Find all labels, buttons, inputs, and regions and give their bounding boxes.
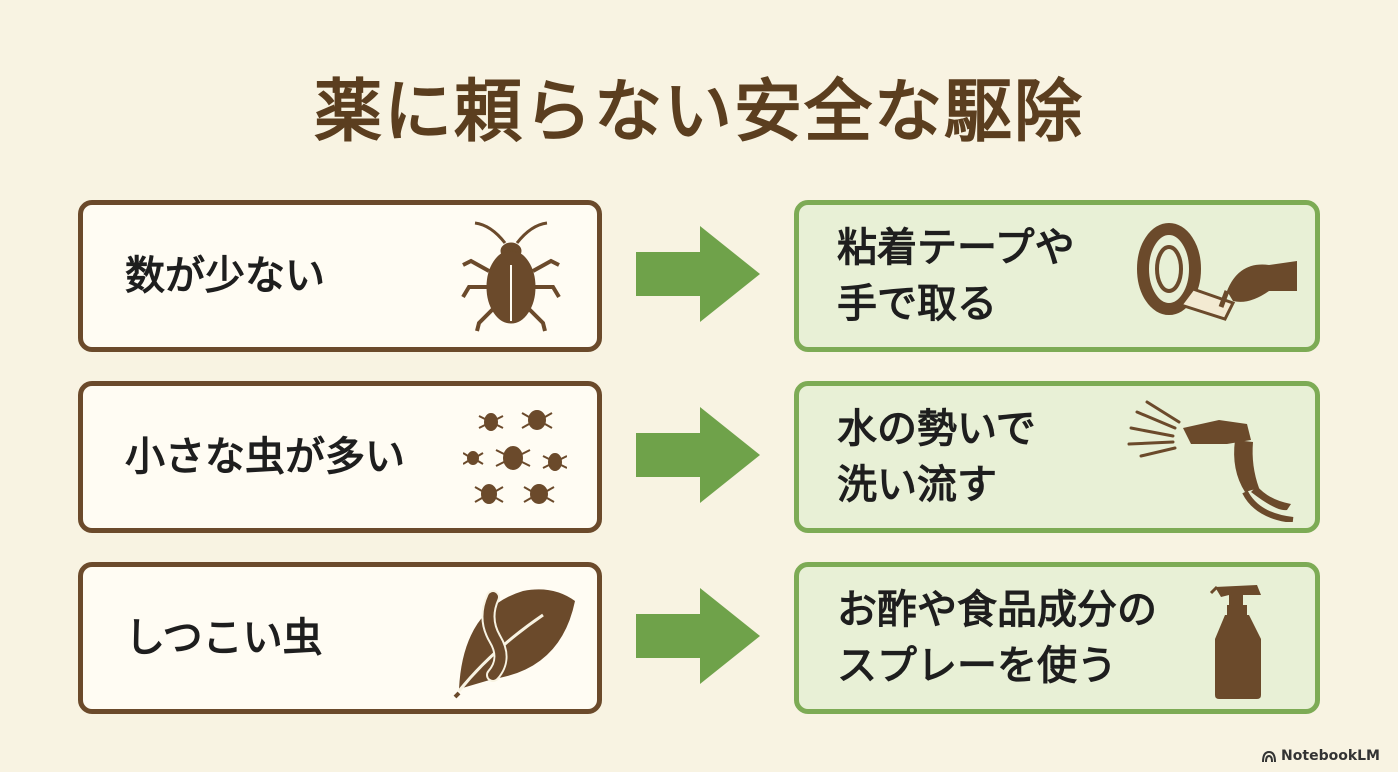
caterpillar-leaf-icon <box>453 589 575 699</box>
problem-box-many: 小さな虫が多い <box>78 381 602 533</box>
brand-logo: NotebookLM <box>1261 748 1380 764</box>
cockroach-icon <box>461 221 561 332</box>
arrow-icon <box>636 226 760 322</box>
arrow-icon <box>636 588 760 684</box>
solution-label: お酢や食品成分の スプレーを使う <box>837 587 1157 689</box>
problem-label: しつこい虫 <box>125 615 323 661</box>
problem-label: 数が少ない <box>125 253 325 299</box>
many-bugs-icon <box>463 410 567 504</box>
solution-label: 粘着テープや 手で取る <box>837 225 1075 327</box>
solution-label: 水の勢いで 洗い流す <box>837 406 1036 508</box>
spray-bottle-icon <box>1209 585 1261 699</box>
problem-box-few: 数が少ない <box>78 200 602 352</box>
brand-text: NotebookLM <box>1281 748 1380 764</box>
problem-box-persistent: しつこい虫 <box>78 562 602 714</box>
problem-label: 小さな虫が多い <box>125 434 405 480</box>
notebooklm-logo-icon <box>1262 750 1277 762</box>
arrow-icon <box>636 407 760 503</box>
solution-box-spray: お酢や食品成分の スプレーを使う <box>794 562 1320 714</box>
page-title: 薬に頼らない安全な駆除 <box>313 73 1084 152</box>
solution-box-water: 水の勢いで 洗い流す <box>794 381 1320 533</box>
hose-spray-icon <box>1127 400 1294 522</box>
solution-box-tape: 粘着テープや 手で取る <box>794 200 1320 352</box>
tape-hand-icon <box>1137 223 1297 321</box>
